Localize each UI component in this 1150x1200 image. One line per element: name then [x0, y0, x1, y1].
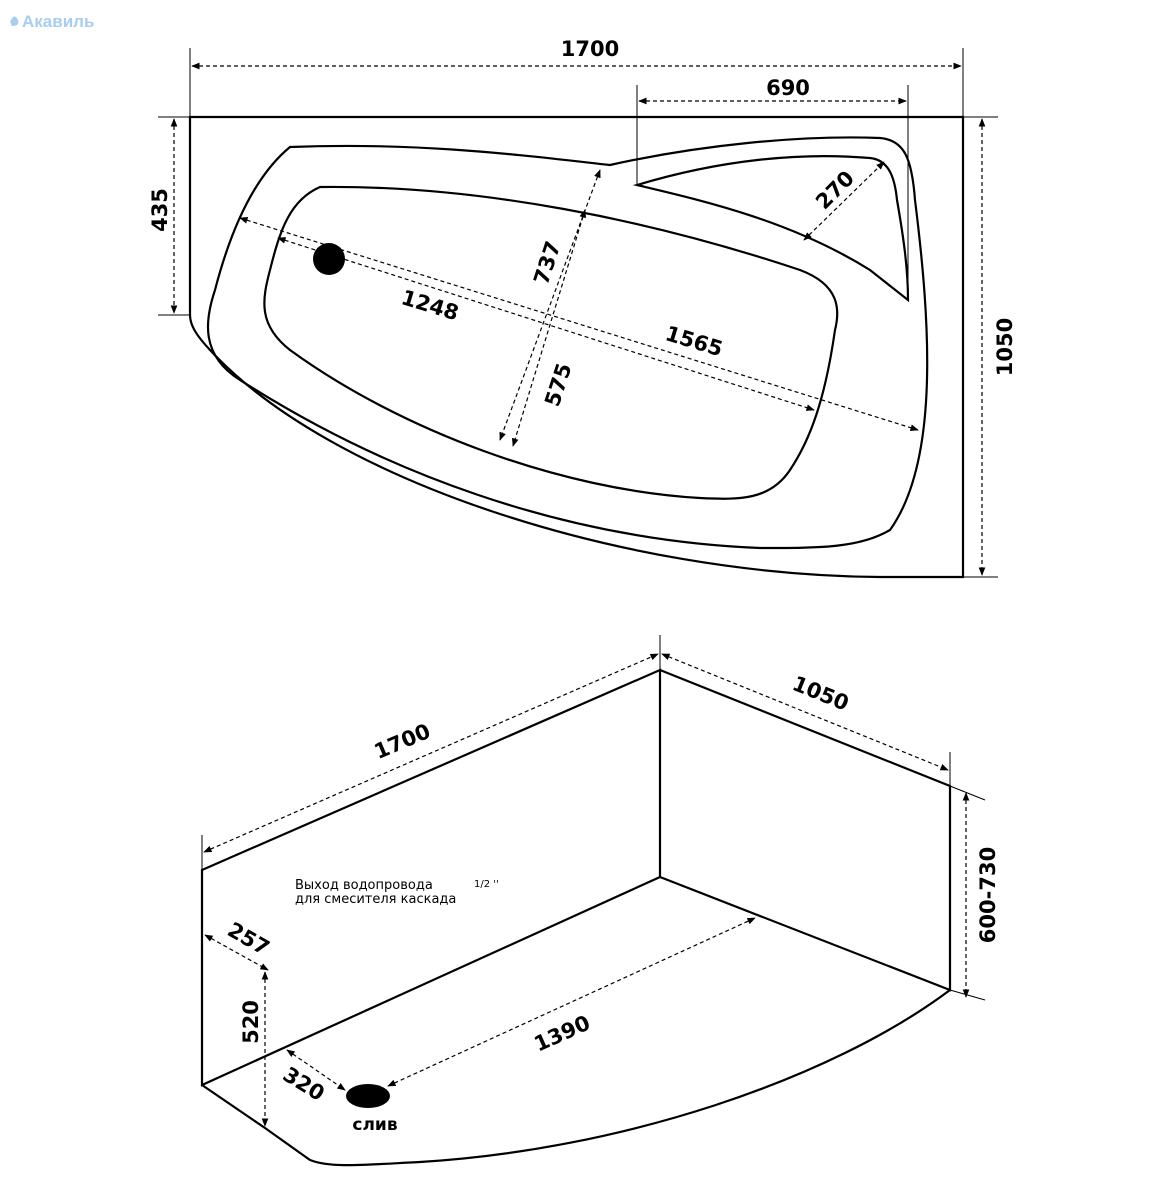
note-fraction: 1/2 '': [474, 879, 499, 890]
drain-hole: [313, 243, 345, 275]
drain-hole-iso: [346, 1084, 390, 1108]
dim-offset: 257: [224, 918, 274, 961]
iso-view: слив 1700 1050 600-730 257 520 320 1390 …: [200, 635, 1000, 1167]
tub-outline: [188, 115, 965, 579]
seat: [632, 155, 910, 303]
dim-drain-offset: 320: [279, 1062, 329, 1106]
dim-side-height: 520: [239, 1000, 263, 1044]
dim-inner-width: 737: [529, 238, 565, 287]
iso-front: [201, 989, 951, 1167]
drain-label: слив: [352, 1115, 397, 1135]
dim-length: 1700: [561, 37, 619, 61]
svg-text:Акавиль: Акавиль: [22, 12, 94, 31]
dim-outer-length: 1565: [663, 321, 726, 361]
dim-iso-length: 1700: [371, 719, 434, 764]
dim-total-height: 1050: [993, 318, 1017, 376]
note-line1: Выход водопровода: [295, 878, 433, 893]
rim-outer: [206, 136, 929, 550]
dim-seat-depth: 270: [811, 166, 859, 214]
dim-left-height: 435: [148, 188, 172, 232]
top-view: 1700 690 435 1050 270 737 575 1248 1565: [148, 37, 1017, 579]
dim-drain-distance: 1390: [531, 1011, 594, 1057]
dim-seat-width: 690: [766, 76, 810, 100]
logo: Акавиль: [10, 12, 94, 31]
note-line2: для смесителя каскада: [295, 892, 456, 907]
dim-iso-height: 600-730: [976, 847, 1000, 943]
dim-inner-length: 1248: [399, 285, 462, 325]
dim-bottom-width: 575: [540, 360, 576, 409]
